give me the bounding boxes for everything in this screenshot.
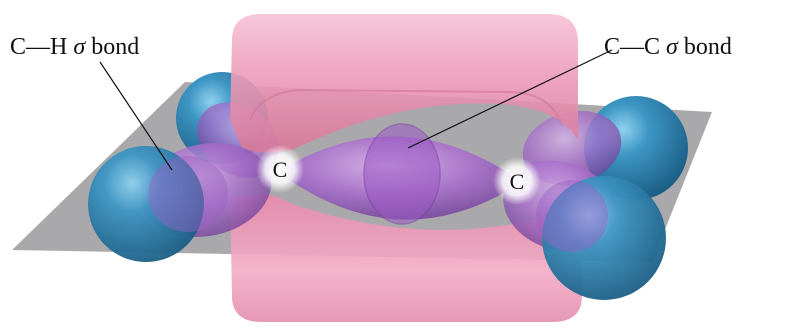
carbon-label-left: C [273,157,288,182]
ch-sigma-bond-label: C—H σ bond [10,34,139,60]
cc-bond-prefix: C—C [604,34,666,60]
ch-sigma-lobe-front-left-overlap [148,156,228,232]
ch-bond-suffix: bond [85,34,139,60]
carbon-label-right: C [510,169,525,194]
cc-sigma-node-ring [364,124,440,224]
ch-bond-prefix: C—H [10,34,73,60]
cc-sigma-bond-label: C—C σ bond [604,34,732,60]
ch-sigma-lobe-front-right-overlap [536,180,608,252]
cc-bond-suffix: bond [678,34,732,60]
